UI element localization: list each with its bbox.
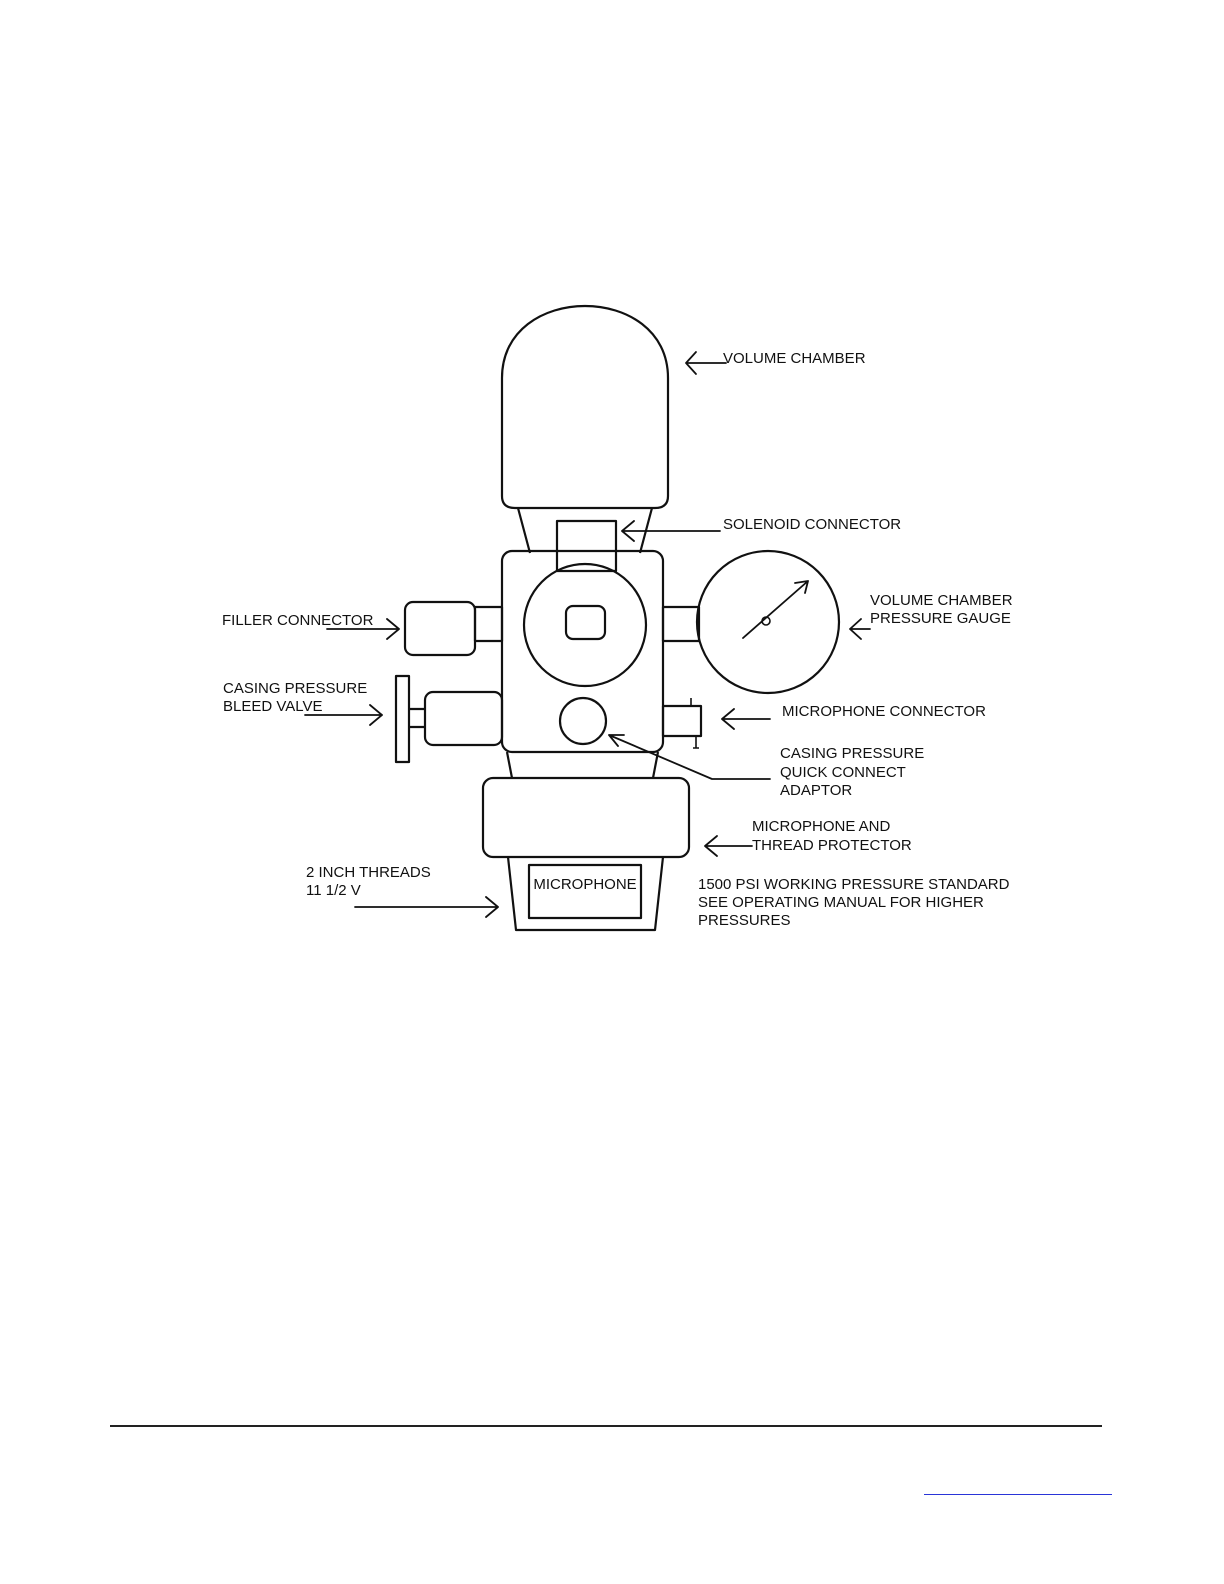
- label-threads-line2: 11 1/2 V: [306, 882, 361, 899]
- threads-arrow: [354, 896, 499, 918]
- solenoid-valve-port: [564, 604, 607, 641]
- solenoid-valve-ring: [522, 562, 648, 688]
- solenoid-connector-arrow: [621, 520, 721, 542]
- label-volume-chamber: VOLUME CHAMBER: [723, 350, 866, 367]
- thread-protector: [481, 776, 691, 859]
- main-body: [500, 549, 665, 754]
- label-quick-line2: QUICK CONNECT: [780, 764, 906, 781]
- quick-connect-adaptor: [558, 696, 608, 746]
- pressure-gauge-dial: [695, 549, 841, 695]
- label-gauge-line2: PRESSURE GAUGE: [870, 610, 1011, 627]
- label-protector-line1: MICROPHONE AND: [752, 818, 891, 835]
- label-note-line3: PRESSURES: [698, 912, 791, 929]
- volume-chamber-arrow: [685, 351, 727, 375]
- bleed-valve-arrow: [304, 704, 383, 726]
- filler-connector-body: [403, 600, 477, 657]
- filler-connector-arrow: [326, 618, 400, 640]
- solenoid-connector-block: [555, 519, 618, 573]
- gauge-needle: [742, 580, 809, 639]
- label-microphone-connector: MICROPHONE CONNECTOR: [782, 703, 986, 720]
- volume-chamber-dome: [500, 305, 670, 510]
- bleed-valve-body: [423, 690, 504, 747]
- bleed-valve-handle: [394, 674, 411, 764]
- filler-connector-stem: [473, 605, 504, 643]
- footer-divider: [110, 1425, 1102, 1427]
- label-note-line1: 1500 PSI WORKING PRESSURE STANDARD: [698, 876, 1010, 893]
- label-threads-line1: 2 INCH THREADS: [306, 864, 431, 881]
- microphone-housing: [506, 856, 665, 932]
- label-microphone: MICROPHONE: [533, 876, 636, 893]
- label-solenoid-connector: SOLENOID CONNECTOR: [723, 516, 901, 533]
- gauge-stem: [661, 605, 701, 643]
- label-protector-line2: THREAD PROTECTOR: [752, 837, 912, 854]
- label-bleed-line2: BLEED VALVE: [223, 698, 323, 715]
- pressure-gauge-arrow: [849, 618, 871, 640]
- label-note-line2: SEE OPERATING MANUAL FOR HIGHER: [698, 894, 984, 911]
- label-gauge-line1: VOLUME CHAMBER: [870, 592, 1013, 609]
- label-filler-connector: FILLER CONNECTOR: [222, 612, 374, 629]
- thread-protector-arrow: [704, 835, 753, 857]
- microphone-connector-arrow: [721, 708, 771, 730]
- quick-connect-arrow: [608, 734, 771, 780]
- footer-link[interactable]: [924, 1480, 1112, 1495]
- microphone-connector: [661, 704, 703, 738]
- microphone-window: [527, 863, 643, 920]
- microphone-connector-pins: [690, 698, 699, 749]
- label-bleed-line1: CASING PRESSURE: [223, 680, 367, 697]
- label-quick-line1: CASING PRESSURE: [780, 745, 924, 762]
- bleed-valve-stem: [409, 707, 425, 729]
- lower-taper: [505, 751, 660, 779]
- label-quick-line3: ADAPTOR: [780, 782, 852, 799]
